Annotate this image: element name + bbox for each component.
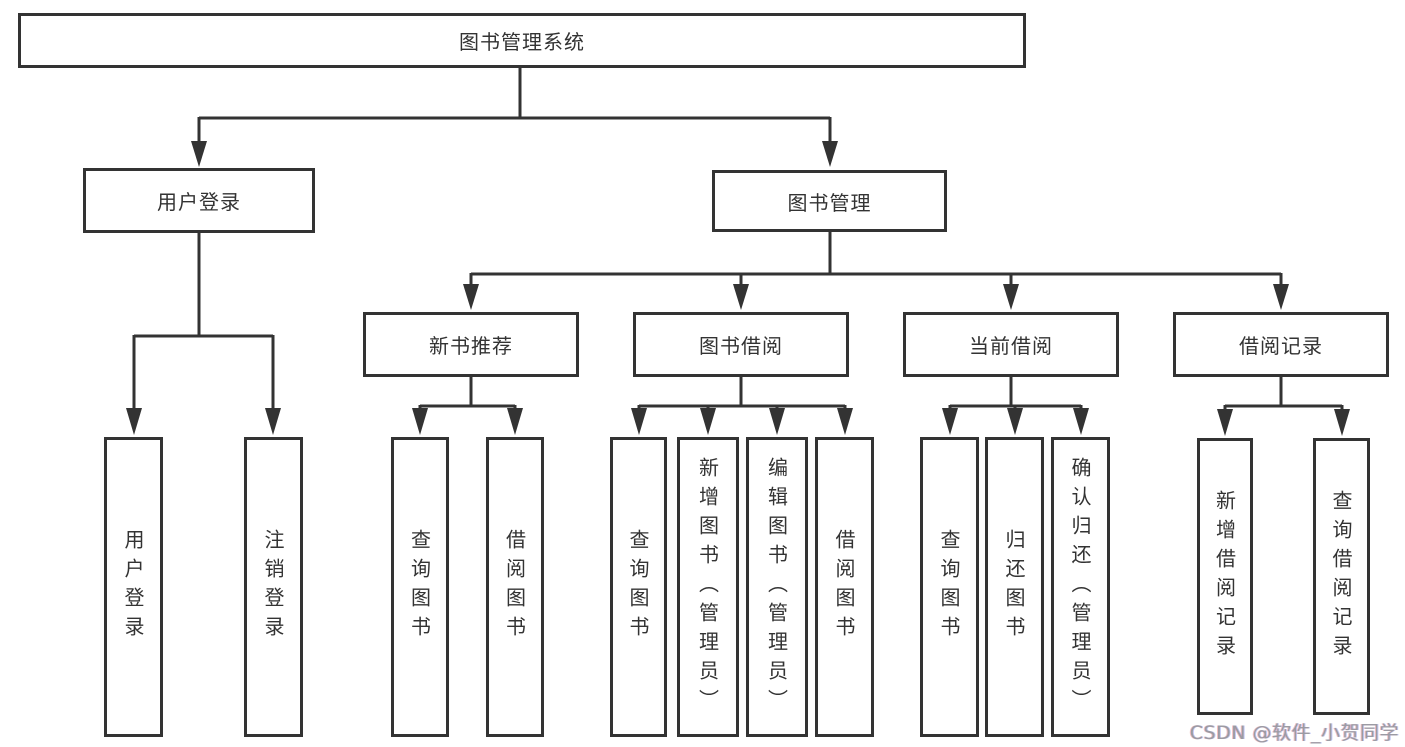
csdn-watermark: CSDN @软件_小贺同学 (1189, 722, 1399, 744)
node-book-borrow: 图书借阅 (633, 312, 849, 377)
leaf-return-books: 归还图书 (985, 437, 1044, 737)
connector-book-management-to-level3 (463, 232, 1289, 310)
node-borrow-records: 借阅记录 (1173, 312, 1389, 377)
connector-user-login-to-leaves (126, 233, 281, 435)
connector-new-book-to-leaves (412, 377, 523, 435)
leaf-logout: 注销登录 (244, 437, 303, 737)
connector-current-borrow-to-leaves (942, 377, 1089, 435)
leaf-add-book-admin: 新增图书（管理员） (677, 437, 739, 737)
node-current-borrow: 当前借阅 (903, 312, 1119, 377)
leaf-add-borrow-record: 新增借阅记录 (1197, 438, 1253, 715)
node-book-management: 图书管理 (712, 170, 947, 232)
leaf-query-borrow-record: 查询借阅记录 (1313, 438, 1370, 715)
connector-root-to-level1 (191, 68, 838, 167)
connector-book-borrow-to-leaves (631, 377, 853, 435)
leaf-borrow-books-recommend: 借阅图书 (486, 437, 544, 737)
node-root-system: 图书管理系统 (18, 13, 1026, 68)
connector-borrow-records-to-leaves (1217, 377, 1350, 436)
node-user-login: 用户登录 (83, 168, 315, 233)
leaf-query-books-current: 查询图书 (920, 437, 979, 737)
leaf-borrow-books: 借阅图书 (815, 437, 874, 737)
leaf-edit-book-admin: 编辑图书（管理员） (746, 437, 808, 737)
leaf-query-books-borrow: 查询图书 (610, 437, 667, 737)
node-new-book-recommend: 新书推荐 (363, 312, 579, 377)
leaf-query-books-recommend: 查询图书 (391, 437, 449, 737)
leaf-user-login: 用户登录 (104, 437, 163, 737)
leaf-confirm-return-admin: 确认归还（管理员） (1051, 437, 1110, 737)
